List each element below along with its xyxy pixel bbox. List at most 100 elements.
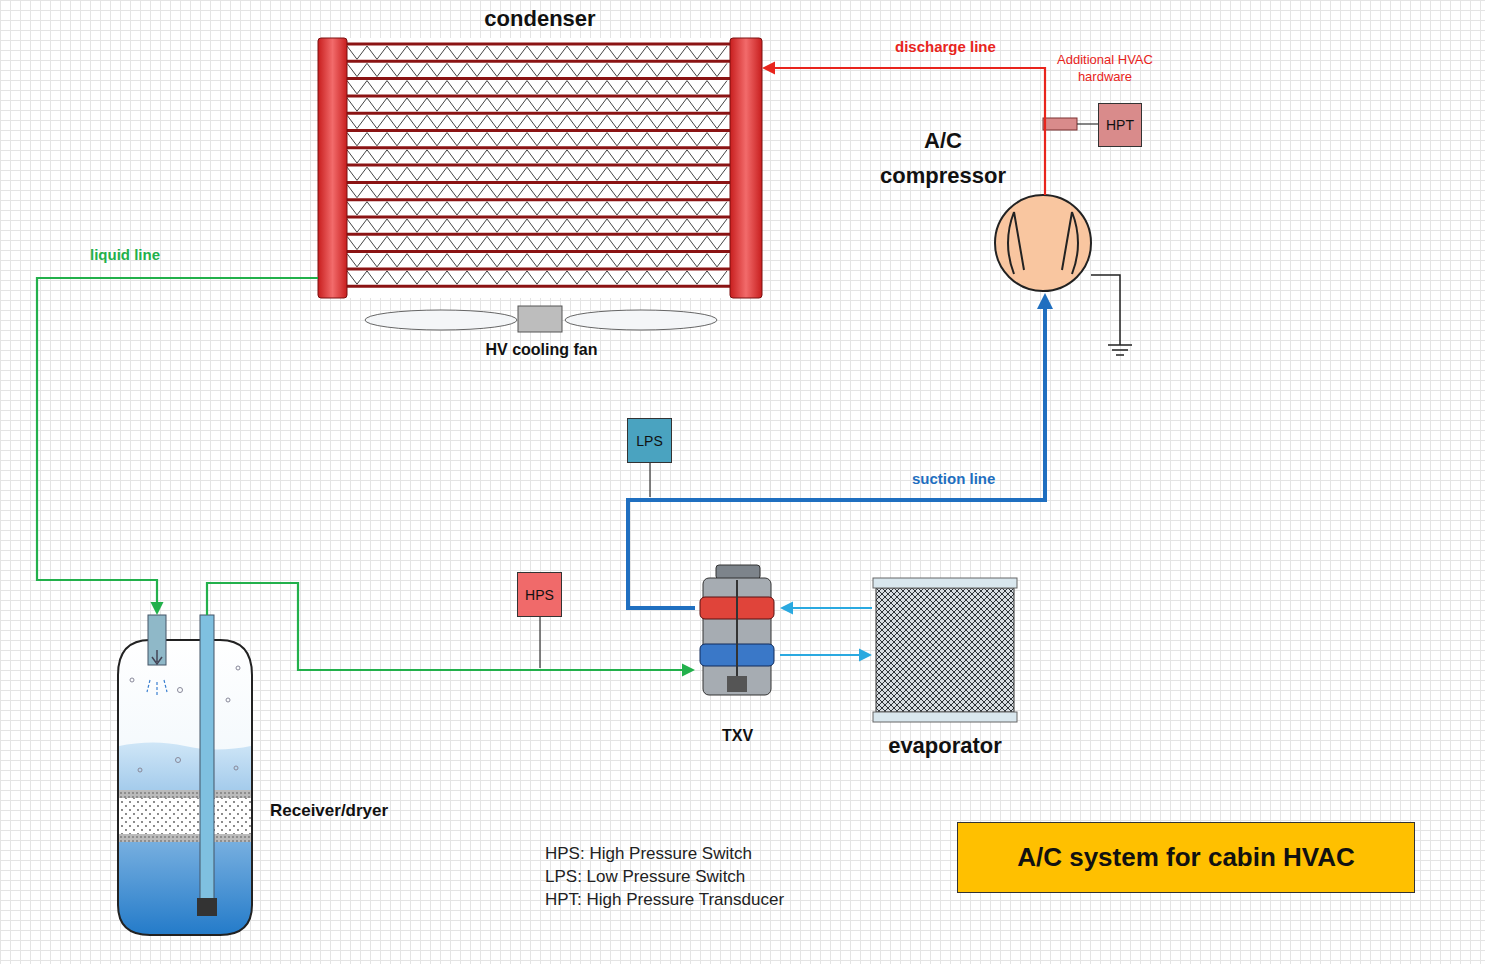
abbreviation-key: HPS: High Pressure Switch — [545, 843, 905, 865]
hardware-note: Additional HVAC hardware — [1049, 52, 1161, 86]
pipe-line — [207, 583, 684, 670]
drawing-part — [226, 698, 230, 702]
node-label: HPS — [525, 587, 554, 603]
header-tank — [730, 38, 762, 298]
drawing-part — [130, 678, 134, 682]
sensor-box: LPS — [627, 418, 672, 463]
drawing-part — [110, 742, 260, 940]
core-fins — [876, 588, 1014, 712]
inlet-tube — [148, 615, 166, 665]
receiver-outline — [118, 640, 252, 935]
header-tank — [318, 38, 347, 298]
drawing-part — [138, 768, 142, 772]
coil-fin — [347, 133, 727, 146]
pipe-line — [37, 278, 318, 604]
compressor-mark — [1008, 212, 1078, 274]
node-label: TXV — [685, 727, 790, 745]
bubbles — [130, 666, 240, 772]
coil-fin — [347, 167, 727, 180]
condenser-node: condenser — [318, 38, 762, 298]
coil-tube — [347, 285, 730, 288]
evaporator-node: evaporator — [872, 578, 1018, 763]
arrow-head — [682, 664, 695, 677]
liquid-line — [37, 278, 318, 615]
transducer-port — [1043, 118, 1077, 130]
valve-cap — [716, 565, 760, 579]
discharge-line — [762, 62, 1045, 196]
coil-fin — [347, 202, 727, 215]
liquid-line — [207, 583, 695, 677]
filter-screen — [110, 834, 260, 842]
compressor-symbol — [995, 195, 1132, 355]
coil-tube — [347, 129, 730, 132]
filter-screen — [110, 790, 260, 798]
coil-fin — [347, 46, 727, 59]
coil-tube — [347, 181, 730, 184]
suction-line — [628, 293, 1053, 608]
coil-fin — [347, 150, 727, 163]
liquid-level — [110, 742, 260, 940]
arrow-head — [762, 62, 775, 75]
node-label: condenser — [298, 6, 782, 32]
leader-line — [649, 463, 650, 497]
evaporator-core — [873, 578, 1017, 722]
coil-tube — [347, 198, 730, 201]
node-label: Receiver/dryer — [270, 801, 440, 821]
fan-blade — [565, 310, 717, 330]
sensor-box: HPT — [1098, 103, 1142, 147]
arrow-head — [151, 602, 164, 615]
fan-node: HV cooling fan — [365, 303, 718, 368]
coil-fin — [347, 271, 727, 284]
condenser-coil — [318, 38, 762, 298]
line-label: discharge line — [895, 38, 996, 55]
line-label: suction line — [912, 470, 995, 487]
line-label: liquid line — [90, 246, 160, 263]
diagram-title: A/C system for cabin HVAC — [1017, 842, 1355, 873]
coil-core — [347, 38, 730, 298]
flow-arrow — [152, 650, 162, 664]
pipe-line — [780, 654, 861, 656]
node-label: LPS — [636, 433, 662, 449]
coil-tube — [347, 43, 730, 46]
drawing-part — [176, 758, 181, 763]
node-label: HV cooling fan — [365, 341, 718, 359]
fan-motor — [518, 306, 562, 332]
node-label: A/C compressor — [873, 123, 1013, 193]
coil-fin — [347, 236, 727, 249]
arrow-head — [780, 602, 793, 615]
evaporator-outlet — [780, 602, 872, 615]
evaporator-inlet — [780, 649, 872, 662]
pipe-line — [628, 307, 1045, 608]
coil-fin — [347, 115, 727, 128]
node-label: evaporator — [852, 733, 1038, 759]
flow-drops — [147, 680, 167, 696]
pickup-filter — [197, 898, 217, 916]
coil-tube — [347, 77, 730, 80]
coil-tube — [347, 164, 730, 167]
valve-spring — [727, 676, 747, 692]
valve-node: TXV — [695, 565, 780, 750]
compressor-body — [995, 195, 1091, 291]
coil-tube — [347, 94, 730, 97]
leader-line — [1077, 123, 1098, 124]
coil-tube — [347, 146, 730, 149]
coil-tube — [347, 216, 730, 219]
outlet-tube — [200, 615, 214, 905]
expansion-valve — [700, 565, 774, 695]
evap-header — [873, 578, 1017, 588]
coil-fin — [347, 254, 727, 267]
ground-symbol — [1091, 275, 1132, 355]
coil-fin — [347, 184, 727, 197]
coil-tube — [347, 250, 730, 253]
abbreviation-key: HPT: High Pressure Transducer — [545, 889, 905, 911]
evap-header — [873, 712, 1017, 722]
arrow-head — [859, 649, 872, 662]
desiccant — [110, 798, 260, 834]
coil-tube — [347, 112, 730, 115]
pipe-line — [791, 607, 872, 609]
coil-fin — [347, 81, 727, 94]
abbreviation-key: LPS: Low Pressure Switch — [545, 866, 905, 888]
fan-blade — [365, 310, 517, 330]
